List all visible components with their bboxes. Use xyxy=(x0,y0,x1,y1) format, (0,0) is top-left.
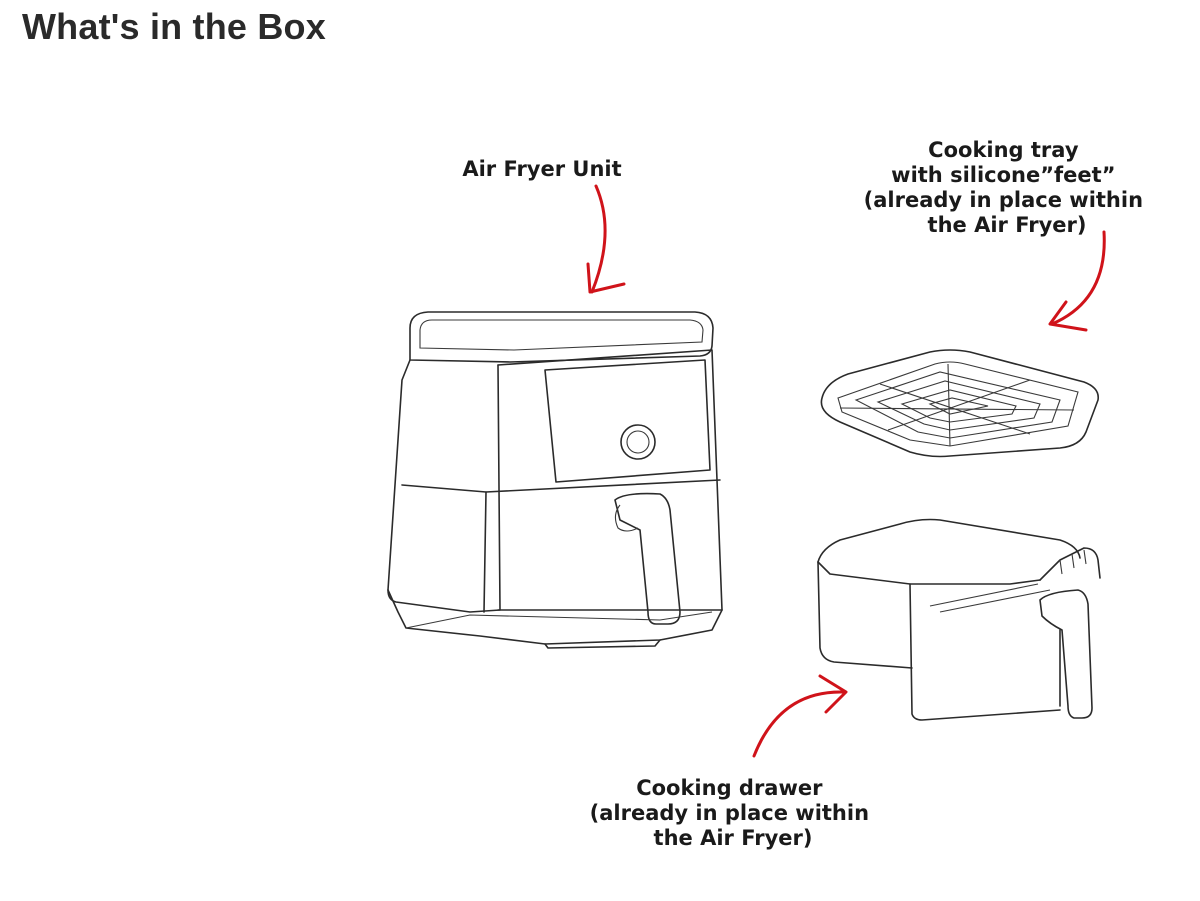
air-fryer-unit-drawing xyxy=(387,311,723,649)
cooking-tray-drawing xyxy=(820,349,1100,458)
cooking-tray-arrow xyxy=(1048,230,1106,332)
air-fryer-unit-arrow xyxy=(586,184,626,294)
cooking-drawer-arrow xyxy=(752,674,848,758)
page-title: What's in the Box xyxy=(22,6,326,47)
label-cooking-tray: Cooking tray with silicone”feet” (alread… xyxy=(864,138,1151,237)
cooking-drawer-drawing xyxy=(817,518,1101,721)
label-cooking-drawer: Cooking drawer (already in place within … xyxy=(590,776,877,850)
label-air-fryer-unit: Air Fryer Unit xyxy=(462,157,621,181)
